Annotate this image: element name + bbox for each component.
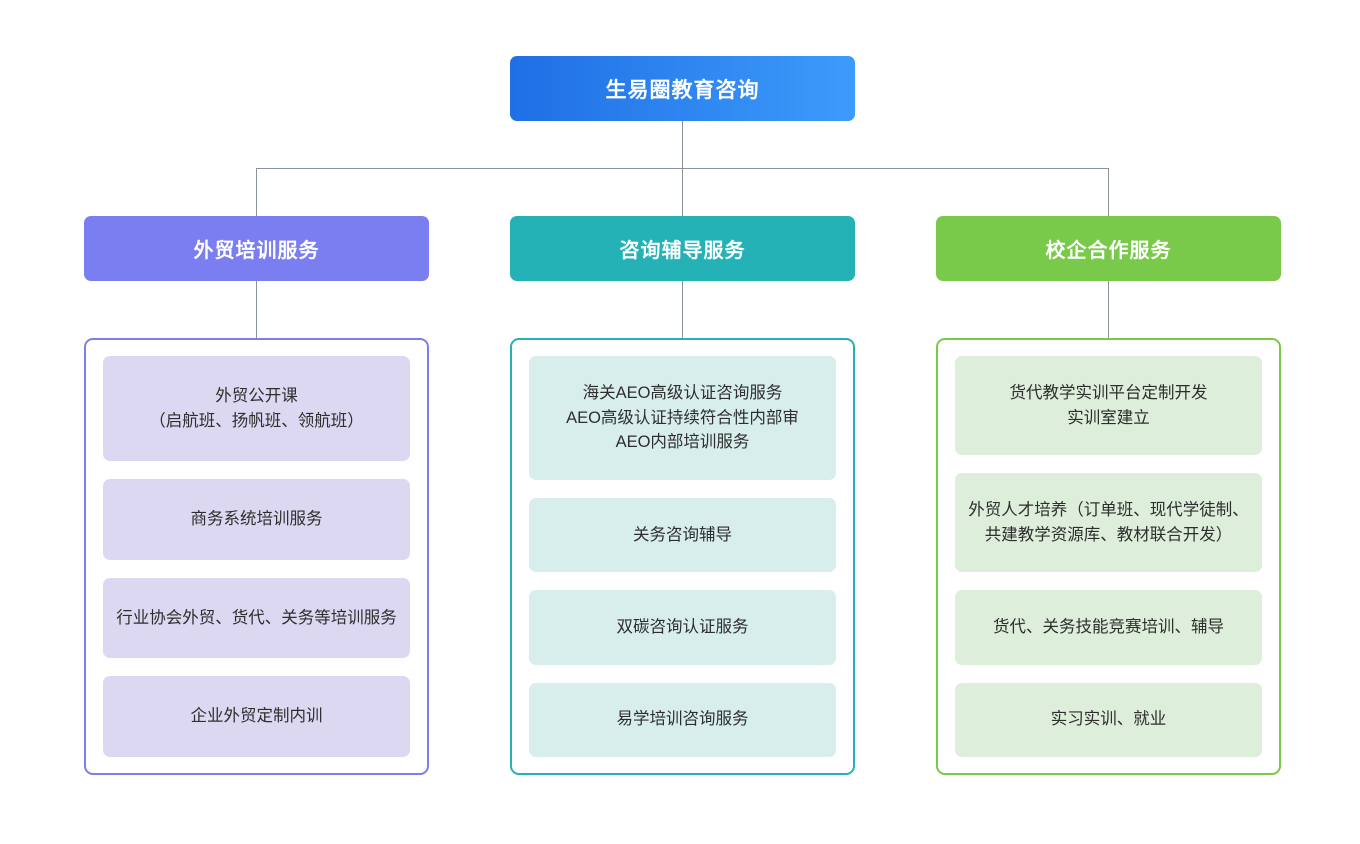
list-item[interactable]: 关务咨询辅导 — [529, 497, 836, 573]
root-node[interactable]: 生易圈教育咨询 — [510, 56, 855, 121]
list-item-label: 货代、关务技能竞赛培训、辅导 — [993, 618, 1224, 637]
branch-header-xiaoqi-hezuo[interactable]: 校企合作服务 — [936, 216, 1281, 281]
connector-root-stem — [682, 121, 683, 168]
list-item[interactable]: 易学培训咨询服务 — [529, 682, 836, 757]
branch-header-gap — [510, 281, 855, 338]
connector-drop-branch-1 — [256, 168, 257, 216]
list-item-label: 企业外贸定制内训 — [190, 707, 323, 726]
list-item[interactable]: 外贸公开课 （启航班、扬帆班、领航班） — [103, 356, 410, 462]
branch-header-label: 外贸培训服务 — [193, 240, 320, 262]
branch-body-xiaoqi-hezuo: 货代教学实训平台定制开发 实训室建立 外贸人才培养（订单班、现代学徒制、共建教学… — [936, 338, 1281, 775]
branch-header-gap — [936, 281, 1281, 338]
branch-header-zixun-fudao[interactable]: 咨询辅导服务 — [510, 216, 855, 281]
list-item[interactable]: 外贸人才培养（订单班、现代学徒制、共建教学资源库、教材联合开发） — [955, 473, 1262, 573]
list-item[interactable]: 双碳咨询认证服务 — [529, 590, 836, 665]
branch-column-xiaoqi-hezuo: 校企合作服务 货代教学实训平台定制开发 实训室建立 外贸人才培养（订单班、现代学… — [936, 216, 1281, 775]
list-item-label: 易学培训咨询服务 — [616, 710, 749, 729]
branch-column-waimao-peixun: 外贸培训服务 外贸公开课 （启航班、扬帆班、领航班） 商务系统培训服务 行业协会… — [84, 216, 429, 775]
list-item-label: 海关AEO高级认证咨询服务 AEO高级认证持续符合性内部审 AEO内部培训服务 — [566, 383, 799, 452]
list-item-label: 货代教学实训平台定制开发 实训室建立 — [1009, 383, 1208, 427]
branch-header-waimao-peixun[interactable]: 外贸培训服务 — [84, 216, 429, 281]
branch-header-label: 校企合作服务 — [1045, 240, 1172, 262]
list-item[interactable]: 海关AEO高级认证咨询服务 AEO高级认证持续符合性内部审 AEO内部培训服务 — [529, 356, 836, 480]
list-item-label: 外贸人才培养（订单班、现代学徒制、共建教学资源库、教材联合开发） — [968, 500, 1249, 544]
branch-header-label: 咨询辅导服务 — [619, 240, 746, 262]
connector-drop-branch-2 — [682, 168, 683, 216]
list-item-label: 商务系统培训服务 — [190, 510, 323, 529]
branch-column-zixun-fudao: 咨询辅导服务 海关AEO高级认证咨询服务 AEO高级认证持续符合性内部审 AEO… — [510, 216, 855, 775]
connector-horizontal-bus — [256, 168, 1109, 169]
connector-drop-branch-3 — [1108, 168, 1109, 216]
branch-body-zixun-fudao: 海关AEO高级认证咨询服务 AEO高级认证持续符合性内部审 AEO内部培训服务 … — [510, 338, 855, 775]
list-item[interactable]: 行业协会外贸、货代、关务等培训服务 — [103, 577, 410, 659]
root-node-label: 生易圈教育咨询 — [605, 78, 760, 102]
list-item[interactable]: 货代、关务技能竞赛培训、辅导 — [955, 590, 1262, 665]
list-item[interactable]: 货代教学实训平台定制开发 实训室建立 — [955, 356, 1262, 456]
list-item-label: 关务咨询辅导 — [633, 525, 732, 544]
list-item-label: 行业协会外贸、货代、关务等培训服务 — [116, 608, 397, 627]
list-item-label: 外贸公开课 （启航班、扬帆班、领航班） — [149, 386, 364, 430]
list-item[interactable]: 商务系统培训服务 — [103, 479, 410, 560]
branch-body-waimao-peixun: 外贸公开课 （启航班、扬帆班、领航班） 商务系统培训服务 行业协会外贸、货代、关… — [84, 338, 429, 775]
list-item-label: 双碳咨询认证服务 — [616, 618, 749, 637]
list-item[interactable]: 实习实训、就业 — [955, 682, 1262, 757]
list-item-label: 实习实训、就业 — [1050, 710, 1167, 729]
list-item[interactable]: 企业外贸定制内训 — [103, 676, 410, 757]
branch-header-gap — [84, 281, 429, 338]
